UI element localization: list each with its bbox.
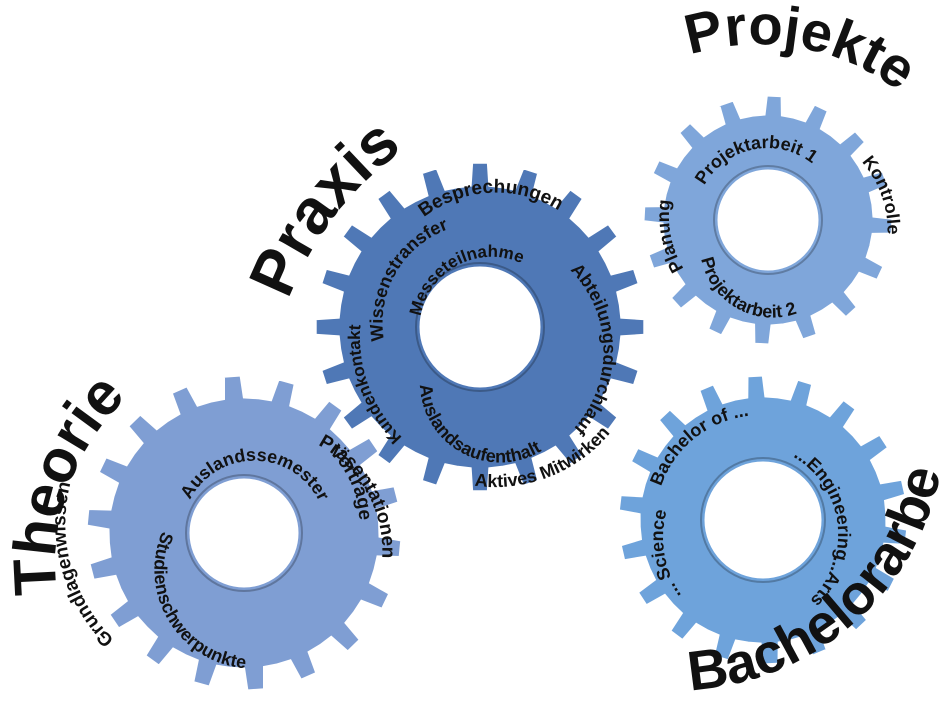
gear-bachelorarbeit-hub <box>704 461 822 579</box>
gear-praxis-hub-rim <box>415 262 545 392</box>
title-projekte: Projekte <box>678 0 928 101</box>
gear-projekte <box>641 93 895 347</box>
gear-bachelorarbeit-hub-rim <box>700 457 826 583</box>
gear-projekte-hub <box>717 169 819 271</box>
gear-theorie-hub <box>189 478 299 588</box>
gear-bachelorarbeit <box>616 373 910 667</box>
gear-theorie <box>84 373 404 693</box>
gear-theorie-hub-rim <box>185 474 303 592</box>
gear-projekte-hub-rim <box>713 165 823 275</box>
gear-praxis <box>313 160 647 494</box>
gear-praxis-hub <box>419 266 541 388</box>
